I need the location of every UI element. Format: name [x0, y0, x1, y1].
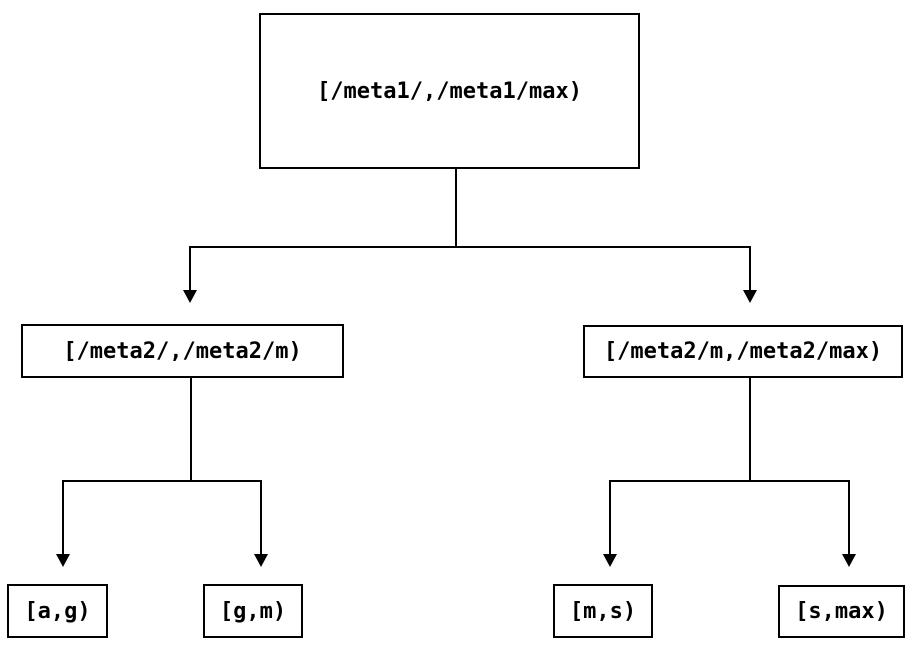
arrow-down-icon — [743, 290, 757, 303]
node-leaf-smax: [s,max) — [778, 585, 905, 638]
node-leaf-ms: [m,s) — [553, 584, 653, 638]
arrow-down-icon — [183, 290, 197, 303]
node-leaf-gm: [g,m) — [203, 584, 303, 638]
arrow-down-icon — [254, 554, 268, 567]
arrow-down-icon — [603, 554, 617, 567]
node-leaf-ms-label: [m,s) — [569, 598, 637, 624]
node-left-child-label: [/meta2/,/meta2/m) — [63, 338, 302, 364]
node-leaf-ag-label: [a,g) — [24, 598, 91, 624]
node-leaf-smax-label: [s,max) — [795, 599, 888, 624]
node-leaf-gm-label: [g,m) — [219, 598, 287, 624]
node-leaf-ag: [a,g) — [7, 584, 108, 638]
node-right-child: [/meta2/m,/meta2/max) — [583, 325, 903, 378]
node-left-child: [/meta2/,/meta2/m) — [21, 324, 344, 378]
node-right-child-label: [/meta2/m,/meta2/max) — [603, 339, 883, 364]
node-root-label: [/meta1/,/meta1/max) — [317, 78, 582, 104]
arrow-down-icon — [842, 554, 856, 567]
arrow-down-icon — [56, 554, 70, 567]
node-root: [/meta1/,/meta1/max) — [259, 13, 640, 169]
